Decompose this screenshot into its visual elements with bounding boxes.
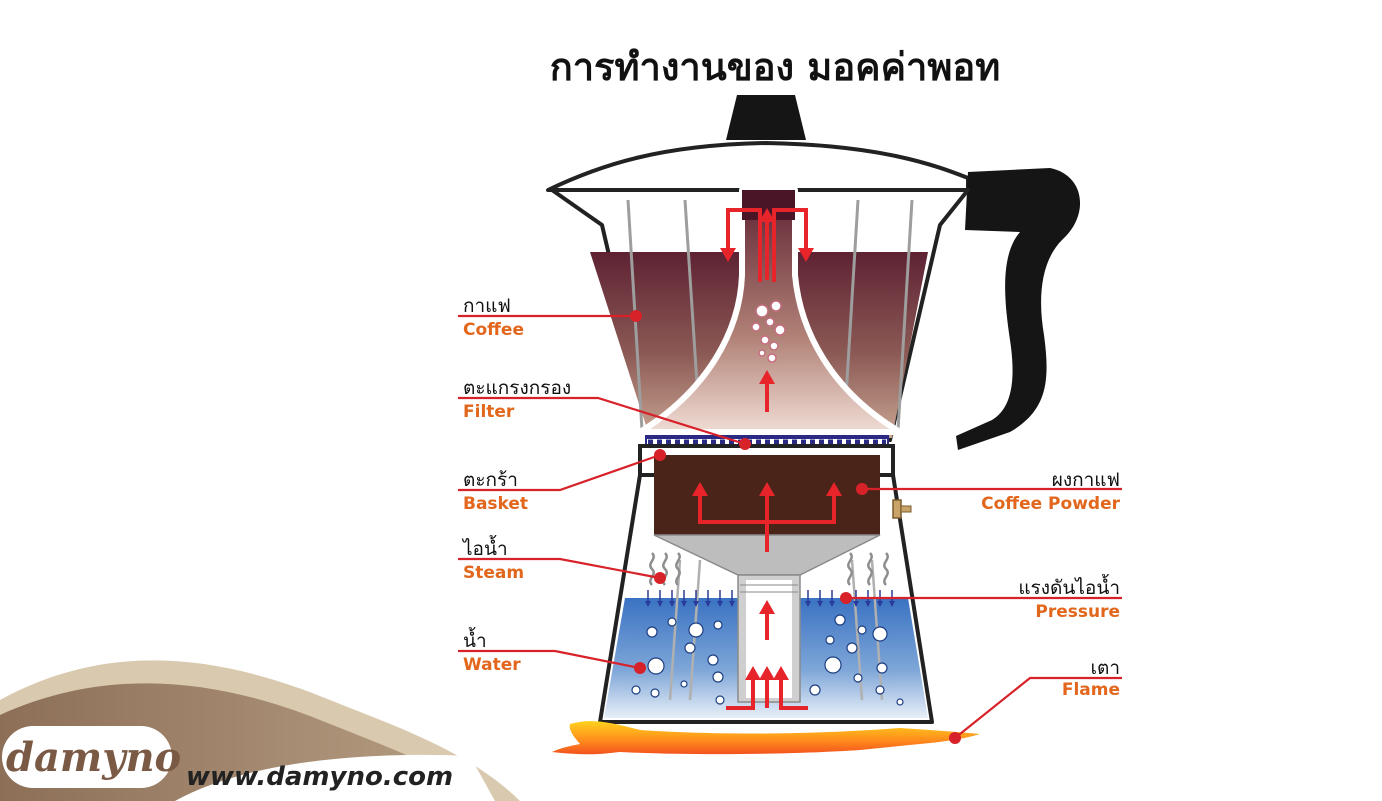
label-steam-th: ไอน้ำ bbox=[463, 538, 508, 560]
label-coffee-powder-th: ผงกาแฟ bbox=[1051, 469, 1120, 491]
diagram-title: การทำงานของ มอคค่าพอท bbox=[549, 45, 1001, 89]
column-flow-arrows bbox=[726, 208, 808, 412]
lid bbox=[546, 141, 970, 192]
brand-url: www.damyno.com bbox=[186, 762, 454, 792]
central-column bbox=[637, 187, 903, 435]
brand-logo: damyno bbox=[6, 734, 182, 781]
water-bubbles bbox=[631, 614, 904, 706]
leader-dots bbox=[630, 310, 961, 744]
column-bubbles bbox=[751, 300, 786, 363]
label-coffee-en: Coffee bbox=[463, 320, 524, 340]
label-basket-th: ตะกร้า bbox=[463, 469, 518, 491]
label-basket-en: Basket bbox=[463, 494, 529, 514]
safety-valve bbox=[892, 499, 902, 519]
label-flame-en: Flame bbox=[1061, 680, 1120, 700]
label-steam-en: Steam bbox=[463, 563, 525, 583]
label-coffee-powder-en: Coffee Powder bbox=[981, 494, 1120, 514]
flame bbox=[552, 721, 980, 755]
leader-lines bbox=[458, 314, 1122, 739]
label-pressure-th: แรงดันไอน้ำ bbox=[1018, 577, 1120, 599]
label-filter-en: Filter bbox=[463, 402, 515, 422]
pressure-arrows bbox=[647, 590, 893, 602]
pot-handle bbox=[956, 168, 1081, 450]
label-coffee-th: กาแฟ bbox=[463, 295, 511, 317]
lid-knob bbox=[726, 95, 806, 140]
label-flame-th: เตา bbox=[1090, 657, 1120, 679]
basket-flow-arrows bbox=[698, 495, 836, 710]
pressure-arrow-heads bbox=[645, 601, 895, 607]
brand-wave bbox=[0, 660, 520, 801]
label-pressure-en: Pressure bbox=[1035, 602, 1120, 622]
column-arrow-heads bbox=[720, 208, 814, 384]
label-filter-th: ตะแกรงกรอง bbox=[463, 377, 572, 399]
label-water-th: น้ำ bbox=[463, 630, 487, 652]
label-water-en: Water bbox=[463, 655, 521, 675]
basket-arrow-heads bbox=[692, 482, 842, 680]
